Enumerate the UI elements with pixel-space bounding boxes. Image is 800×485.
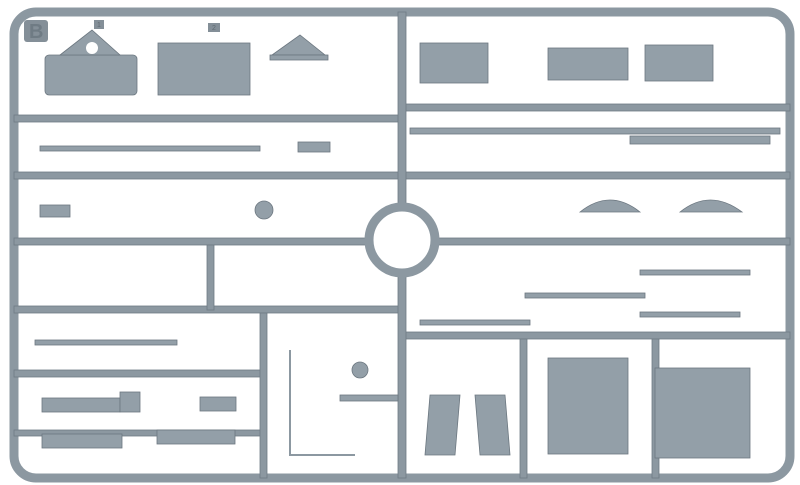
runners — [13, 11, 791, 479]
part-2-panel — [157, 42, 251, 96]
sprue-letter: B — [29, 21, 43, 43]
part-number-2: 2 — [212, 25, 216, 32]
part-number-1: 1 — [97, 22, 101, 29]
sprue-letter-tab — [24, 20, 48, 42]
part-1-panel — [44, 54, 138, 96]
parts: 1 2 — [34, 20, 781, 459]
center-ring — [364, 202, 440, 278]
